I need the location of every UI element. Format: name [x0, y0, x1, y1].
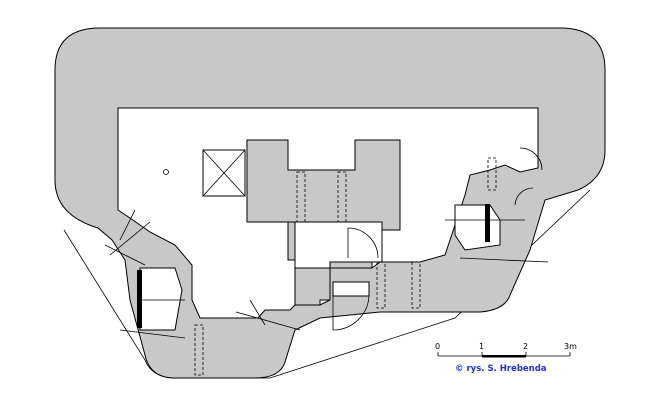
- scale-tick-0: 0: [435, 342, 440, 351]
- central-corridor: [288, 221, 383, 269]
- scale-bar: 0 1 2 3m: [435, 342, 577, 358]
- firing-lines: [119, 209, 301, 331]
- scale-tick-3m: 3m: [564, 342, 577, 351]
- left-embrasure: [104, 221, 186, 339]
- right-embrasure: [445, 147, 549, 263]
- dashed-openings: [194, 157, 497, 376]
- survey-point: [163, 169, 169, 175]
- scale-tick-1: 1: [479, 342, 484, 351]
- vent-shaft: [202, 149, 246, 197]
- drawing-credit: © rys. S. Hrebenda: [455, 364, 547, 374]
- scale-tick-2: 2: [523, 342, 528, 351]
- door-center: [332, 227, 379, 331]
